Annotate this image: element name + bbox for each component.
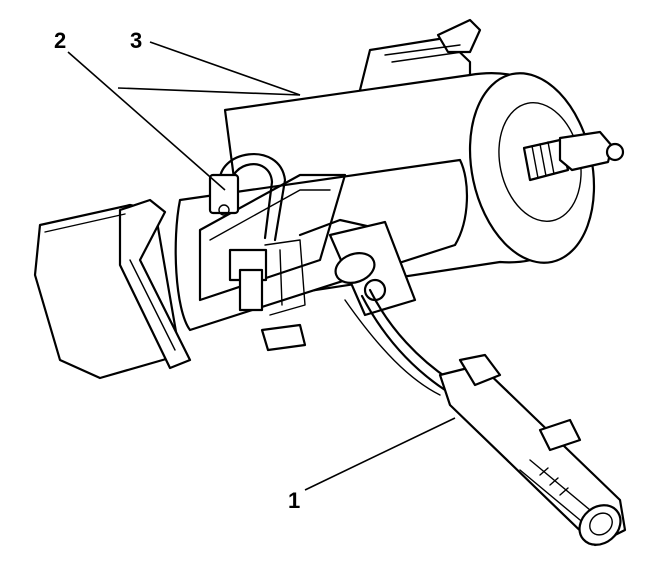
connector-cluster <box>228 218 394 316</box>
lever-wires <box>344 288 452 396</box>
shaft-end-nut <box>522 130 625 182</box>
leader-3-branch <box>117 87 301 96</box>
leader-3 <box>149 41 301 96</box>
lower-boss <box>260 323 307 352</box>
callout-2: 2 <box>54 28 66 53</box>
callout-3: 3 <box>130 28 142 53</box>
leader-1 <box>304 417 456 491</box>
leader-2 <box>67 51 226 191</box>
callout-1: 1 <box>288 488 300 513</box>
switch-bracket <box>328 220 417 317</box>
lock-cylinder-housing <box>33 198 192 380</box>
multifunction-lever <box>438 353 627 547</box>
wire-harness-loop <box>208 153 287 242</box>
leader-lines <box>67 41 456 491</box>
